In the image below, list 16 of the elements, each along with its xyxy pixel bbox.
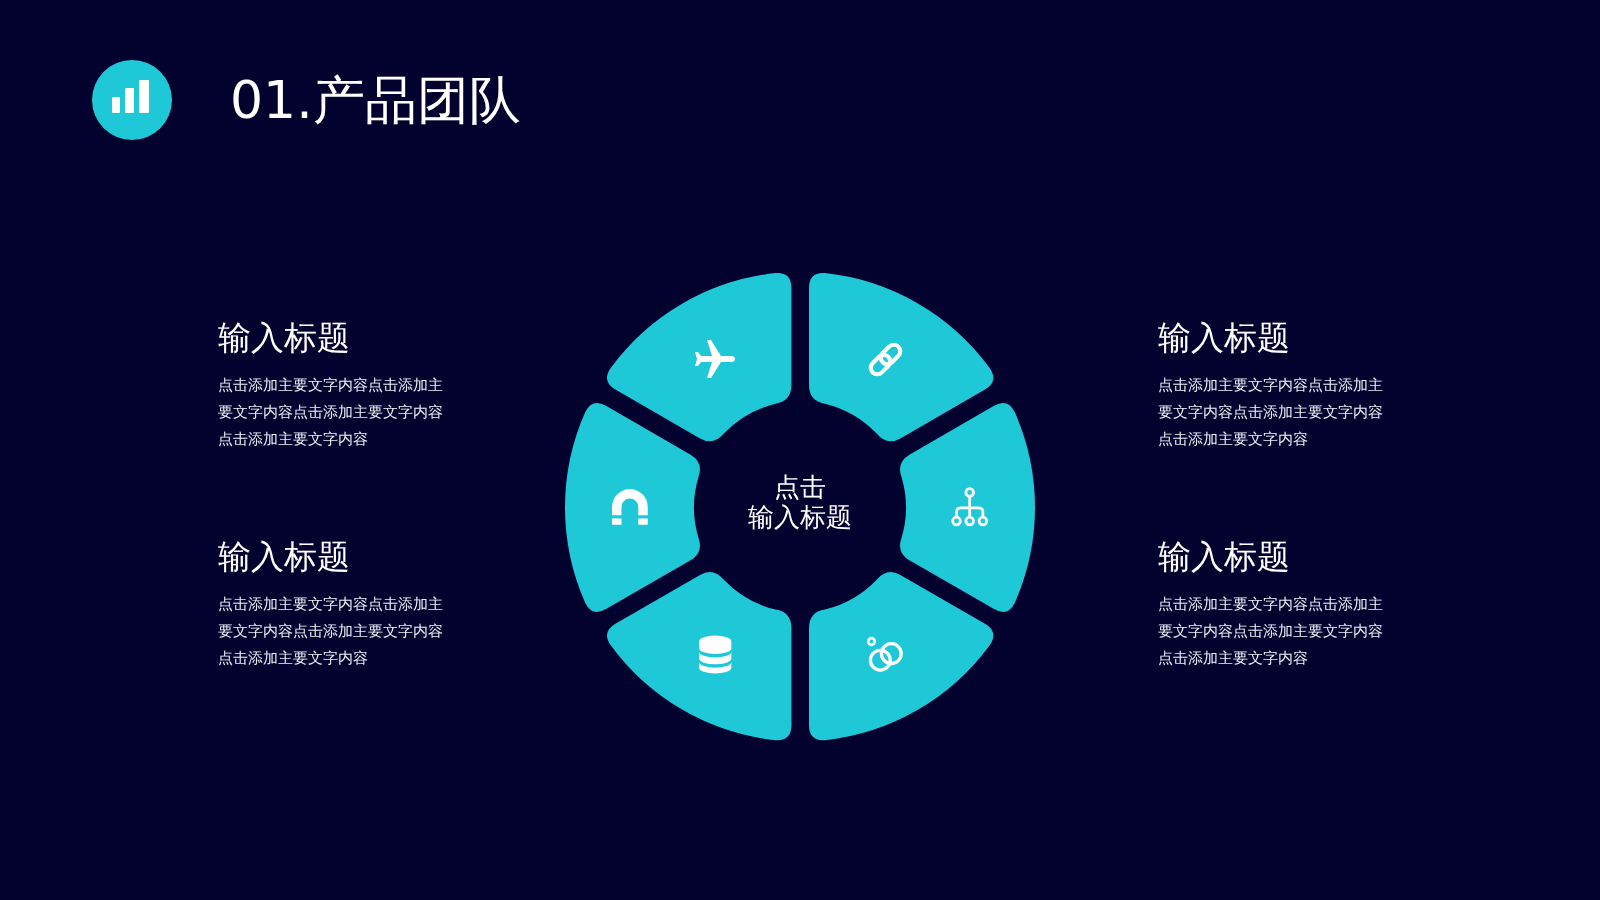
- ring-segment: [606, 572, 791, 741]
- ring-segment: [809, 273, 994, 442]
- heading: 输入标题: [1158, 537, 1290, 577]
- slide-title: 01.产品团队: [230, 69, 521, 132]
- heading: 输入标题: [218, 537, 350, 577]
- heading: 输入标题: [1158, 318, 1290, 358]
- center-title: 点击输入标题: [747, 472, 853, 532]
- body-text: 点击添加主要文字内容点击添加主要文字内容点击添加主要文字内容点击添加主要文字内容: [218, 375, 444, 450]
- body-text: 点击添加主要文字内容点击添加主要文字内容点击添加主要文字内容点击添加主要文字内容: [218, 594, 444, 669]
- ring-segment: [900, 402, 1035, 612]
- body-text: 点击添加主要文字内容点击添加主要文字内容点击添加主要文字内容点击添加主要文字内容: [1158, 375, 1384, 450]
- ring-segment: [809, 572, 994, 741]
- heading: 输入标题: [218, 318, 350, 358]
- ring-segment: [565, 402, 700, 612]
- ring-segment: [606, 273, 791, 442]
- body-text: 点击添加主要文字内容点击添加主要文字内容点击添加主要文字内容点击添加主要文字内容: [1158, 594, 1384, 669]
